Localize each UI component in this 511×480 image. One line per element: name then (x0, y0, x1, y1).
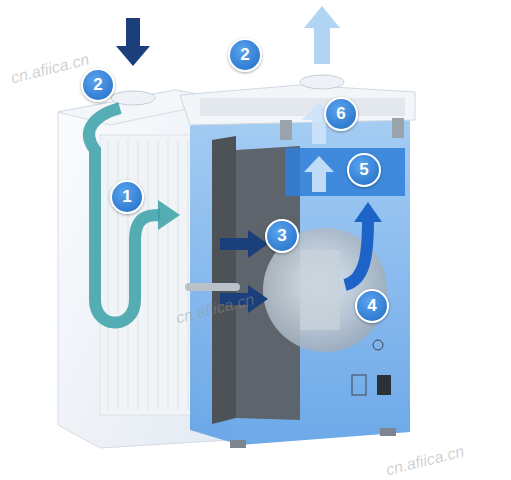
handle (185, 283, 240, 291)
callout-number: 4 (355, 289, 389, 323)
callout-number: 5 (347, 153, 381, 187)
airflow-path (89, 108, 160, 323)
inlet-arrow (116, 18, 150, 66)
outlet-collar (300, 75, 344, 89)
latch (392, 118, 404, 138)
cover-grille (200, 98, 405, 116)
airflow-head (158, 200, 180, 230)
foot (380, 428, 396, 436)
fan-airflow (345, 220, 368, 285)
carbon-filter (212, 136, 236, 424)
port (373, 340, 383, 350)
filter-box (285, 148, 405, 196)
watermark: cn.afiica.cn (9, 51, 91, 88)
power-switch (377, 375, 391, 395)
foot (230, 440, 246, 448)
outlet-arrow (304, 6, 340, 64)
callout-number: 3 (265, 219, 299, 253)
right-housing (190, 108, 410, 445)
top-cover (180, 85, 415, 125)
watermark: cn.afiica.cn (384, 443, 466, 480)
callout-number: 2 (81, 68, 115, 102)
callout-number: 1 (110, 180, 144, 214)
callout-number: 6 (324, 97, 358, 131)
fan-airflow-head (354, 202, 382, 222)
callout-number: 2 (228, 38, 262, 72)
latch (280, 120, 292, 140)
fan-hub (300, 250, 340, 330)
socket (352, 375, 366, 395)
